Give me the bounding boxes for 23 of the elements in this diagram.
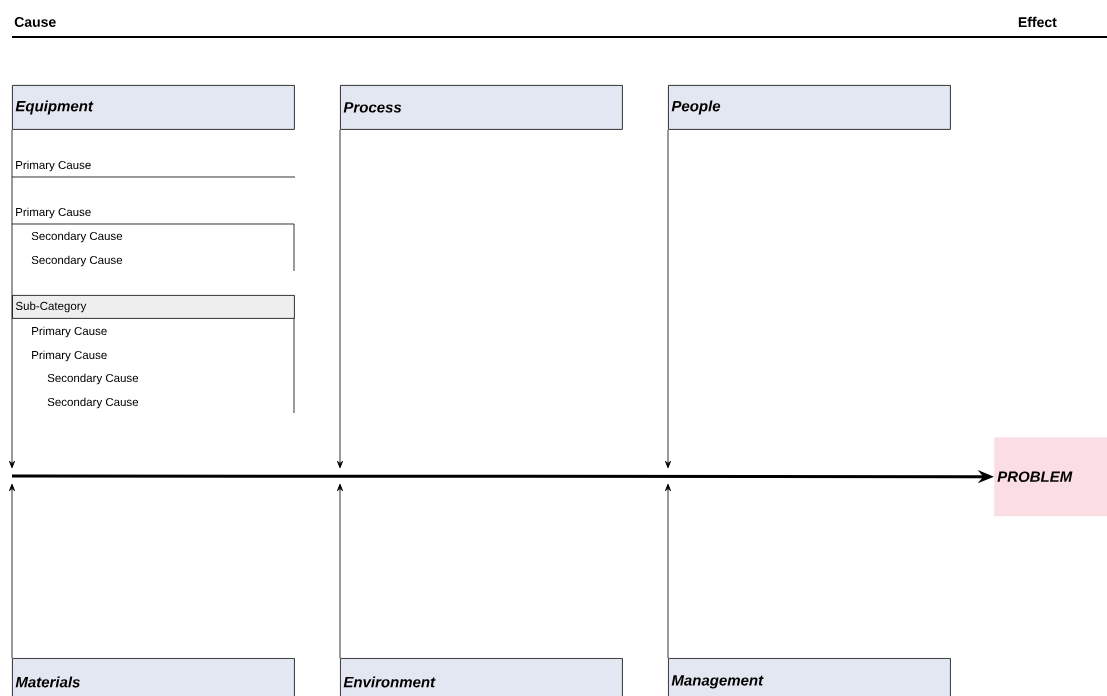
arrow	[9, 483, 15, 659]
category-box: Management	[668, 658, 951, 696]
category-box: People	[668, 85, 951, 130]
secondary-cause-text: Secondary Cause	[31, 231, 123, 243]
category-box: Environment	[340, 658, 623, 696]
cause-label: Cause	[14, 17, 56, 27]
primary-cause-text: Primary Cause	[32, 350, 107, 362]
secondary-cause-text: Secondary Cause	[47, 397, 139, 409]
secondary-cause-text: Secondary Cause	[31, 255, 123, 267]
arrow	[9, 129, 15, 469]
arrow	[337, 129, 343, 469]
category-box: Process	[340, 85, 623, 130]
arrow	[337, 483, 343, 659]
category-box: Equipment	[12, 85, 295, 130]
category-box: Materials	[12, 658, 295, 696]
secondary-cause-text: Secondary Cause	[47, 373, 139, 385]
problem-box: PROBLEM	[994, 437, 1107, 517]
arrow	[665, 129, 671, 469]
sub-category-box: Sub-Category	[12, 295, 295, 319]
arrow	[665, 483, 671, 659]
effect-label: Effect	[1018, 16, 1057, 28]
primary-cause-text: Primary Cause	[16, 160, 91, 172]
primary-cause-text: Primary Cause	[16, 207, 91, 219]
